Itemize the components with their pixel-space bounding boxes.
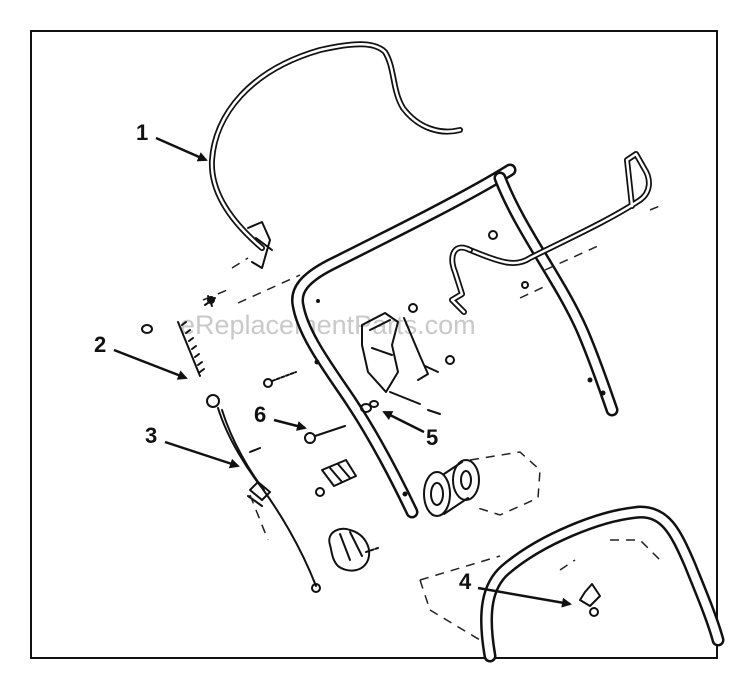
callout-label-5: 5 bbox=[426, 425, 438, 450]
callout-3: 3 bbox=[145, 423, 240, 469]
guide-line-cable bbox=[249, 494, 269, 541]
handle-knob bbox=[328, 527, 379, 572]
callout-label-3: 3 bbox=[145, 423, 157, 448]
drive-control-bail bbox=[449, 151, 652, 315]
callout-label-1: 1 bbox=[136, 120, 148, 145]
watermark-text: eReplacementParts.com bbox=[180, 310, 476, 340]
callout-label-6: 6 bbox=[254, 402, 266, 427]
diagram-frame bbox=[30, 30, 718, 659]
spring bbox=[141, 295, 216, 377]
callout-label-4: 4 bbox=[459, 569, 472, 594]
control-bracket bbox=[361, 303, 455, 393]
lower-handle bbox=[291, 163, 619, 519]
washer-nut bbox=[360, 391, 441, 415]
callout-4: 4 bbox=[459, 569, 572, 608]
bail-control-wire bbox=[208, 41, 463, 269]
guide-line-right bbox=[519, 204, 663, 299]
cable-clip bbox=[315, 459, 357, 497]
callout-6: 6 bbox=[254, 402, 307, 431]
lower-frame bbox=[419, 505, 725, 663]
guide-line-upper bbox=[202, 257, 301, 304]
carriage-bolt bbox=[263, 371, 346, 444]
callout-5: 5 bbox=[382, 410, 438, 450]
pulley-assembly bbox=[423, 459, 480, 517]
callout-label-2: 2 bbox=[94, 332, 106, 357]
callout-1: 1 bbox=[136, 120, 208, 162]
guide-line-pulley bbox=[469, 451, 541, 516]
callout-2: 2 bbox=[94, 332, 188, 380]
